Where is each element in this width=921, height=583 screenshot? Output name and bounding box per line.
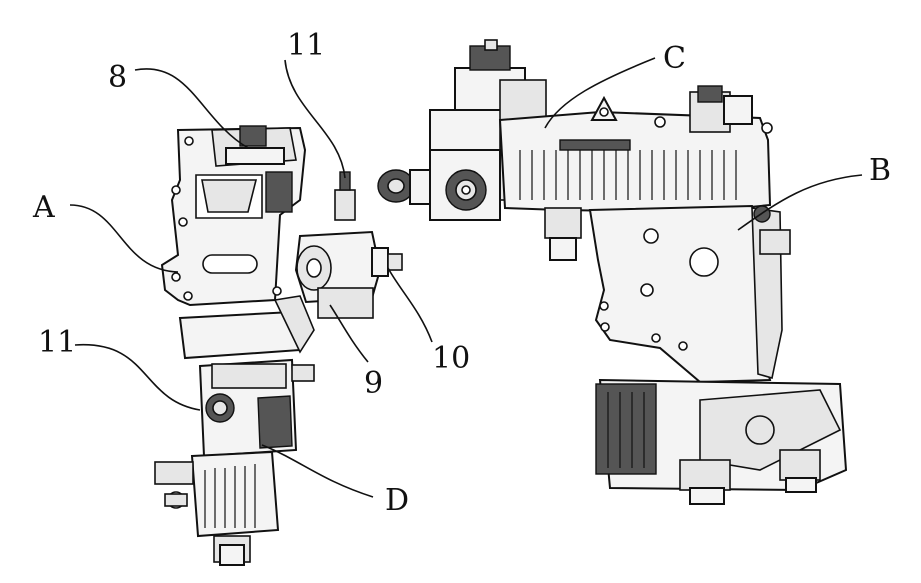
label-11-top: 11 [287,28,325,63]
label-10: 10 [432,341,470,376]
label-11-left: 11 [38,325,76,360]
right-assembly [378,40,846,504]
label-C: C [663,41,686,76]
label-8: 8 [108,60,127,95]
label-A: A [32,190,55,225]
label-9: 9 [364,366,383,401]
left-assembly [155,126,402,565]
label-D: D [385,483,409,518]
label-B: B [869,153,891,188]
